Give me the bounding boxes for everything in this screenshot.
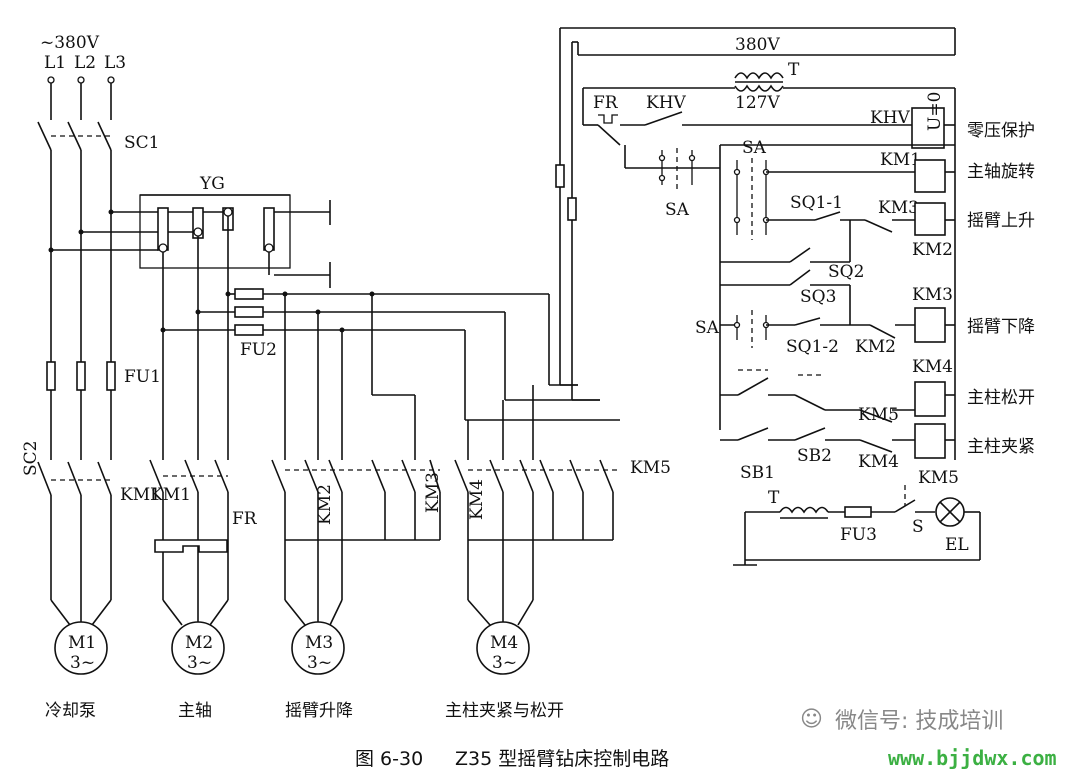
- km3-coil-label: KM3: [912, 285, 953, 305]
- m2-name: M2: [185, 633, 213, 653]
- lower-row: SA SQ1-2 KM2 KM3 摇臂下降: [695, 285, 1035, 357]
- m2-phase: 3~: [187, 653, 212, 673]
- l2-label: L2: [74, 53, 96, 73]
- km4-interlock-label: KM4: [858, 452, 899, 472]
- yg-label: YG: [199, 174, 225, 194]
- watermark-url: www.bjjdwx.com: [888, 746, 1057, 770]
- fu3-label: FU3: [840, 525, 877, 545]
- function-column-release: 主柱松开: [967, 388, 1035, 408]
- function-arm-down: 摇臂下降: [967, 317, 1035, 337]
- motor-m4: M4 3~ 主柱夹紧与松开: [445, 621, 564, 721]
- control-feed: [555, 27, 956, 401]
- raise-row: SQ1-1 KM3 KM2 摇臂上升 SQ2 SQ3: [720, 193, 1035, 325]
- el-label: EL: [945, 535, 969, 555]
- lamp-circuit: T FU3 KM5 S EL: [733, 468, 981, 566]
- m4-caption: 主柱夹紧与松开: [445, 701, 564, 721]
- control-transformer: 380V T 127V: [582, 35, 956, 460]
- sa-switch: SA SA: [624, 138, 955, 430]
- fu1-label: FU1: [124, 367, 161, 387]
- m4-name: M4: [490, 633, 518, 653]
- km2-coil-label: KM2: [912, 240, 953, 260]
- km1-label-m2: KM1: [150, 485, 191, 505]
- u0-label: U=0: [925, 92, 945, 131]
- m1-caption: 冷却泵: [45, 701, 96, 721]
- km1-coil-row: KM1 主轴旋转: [880, 150, 1035, 193]
- sa-label-1: SA: [665, 200, 690, 220]
- lamp-transformer-label: T: [768, 488, 780, 508]
- sc2-label: SC2: [21, 441, 41, 476]
- km4-coil-label: KM4: [912, 357, 953, 377]
- yg-box: YG: [139, 174, 331, 460]
- sq12-label: SQ1-2: [786, 337, 839, 357]
- watermark-text: 微信号: 技成培训: [835, 709, 1003, 734]
- transformer-name-label: T: [788, 60, 800, 80]
- motor-m2: M2 3~ 主轴: [171, 621, 225, 721]
- m1-phase: 3~: [70, 653, 95, 673]
- sc1-label: SC1: [124, 133, 159, 153]
- km3-main-label: KM3: [423, 472, 443, 513]
- km5-lamp-label: KM5: [918, 468, 959, 488]
- m3-name: M3: [305, 633, 333, 653]
- function-zero-voltage: 零压保护: [967, 121, 1035, 141]
- figure-title: Z35 型摇臂钻床控制电路: [455, 748, 669, 770]
- fu2-label: FU2: [240, 340, 277, 360]
- m2-caption: 主轴: [178, 701, 212, 721]
- sa-label-2: SA: [742, 138, 767, 158]
- motor-m3: M3 3~ 摇臂升降: [285, 621, 353, 721]
- km4-main-label: KM4: [467, 479, 487, 520]
- sq3-label: SQ3: [800, 287, 836, 307]
- m3-caption: 摇臂升降: [285, 701, 353, 721]
- km3-interlock-label: KM3: [878, 198, 919, 218]
- supply-terminals: ~380V L1 L2 L3: [40, 33, 126, 84]
- column-rows: KM5 KM4 主柱松开 SB1 SB2 KM4 主柱夹紧: [720, 357, 1035, 483]
- supply-voltage-label: ~380V: [40, 33, 100, 53]
- s-label: S: [912, 517, 924, 537]
- m4-phase: 3~: [492, 653, 517, 673]
- km5-main-label: KM5: [630, 458, 671, 478]
- sq11-label: SQ1-1: [790, 193, 843, 213]
- spindle-branch: KM1 FR: [149, 459, 258, 626]
- zero-voltage-row: FR KHV U=0 KHV 零压保护: [583, 92, 1035, 149]
- km5-interlock-label: KM5: [858, 405, 899, 425]
- l1-label: L1: [44, 53, 66, 73]
- m1-name: M1: [68, 633, 96, 653]
- transformer-primary-label: 380V: [735, 35, 780, 55]
- watermark: ☺ 微信号: 技成培训 www.bjjdwx.com: [800, 707, 1057, 770]
- khv-contact-label: KHV: [646, 93, 687, 113]
- km2-main-label: KM2: [315, 484, 335, 525]
- fr-heater-label: FR: [232, 509, 258, 529]
- arm-branch: KM2 KM3: [271, 459, 443, 626]
- sq2-label: SQ2: [828, 262, 864, 282]
- km2-interlock-label: KM2: [855, 337, 896, 357]
- main-bus: SC1 FU1 SC2 KM1: [21, 83, 161, 626]
- function-arm-up: 摇臂上升: [967, 211, 1035, 231]
- km1-contact-label: KM1: [120, 485, 161, 505]
- km1-coil-label: KM1: [880, 150, 921, 170]
- sb2-label: SB2: [797, 446, 832, 466]
- figure-number: 图 6-30: [355, 748, 423, 770]
- column-branch: KM4 KM5: [454, 385, 671, 626]
- m3-phase: 3~: [307, 653, 332, 673]
- fu2-branches: FU2: [160, 288, 620, 460]
- l3-label: L3: [104, 53, 126, 73]
- fr-control-label: FR: [593, 93, 619, 113]
- function-column-clamp: 主柱夹紧: [967, 437, 1035, 457]
- sa-label-3: SA: [695, 318, 720, 338]
- transformer-secondary-label: 127V: [735, 93, 780, 113]
- khv-coil-label: KHV: [870, 108, 911, 128]
- motor-m1: M1 3~ 冷却泵: [45, 621, 108, 721]
- sb1-label: SB1: [740, 463, 775, 483]
- function-spindle: 主轴旋转: [967, 162, 1035, 182]
- wechat-icon: ☺: [800, 707, 823, 732]
